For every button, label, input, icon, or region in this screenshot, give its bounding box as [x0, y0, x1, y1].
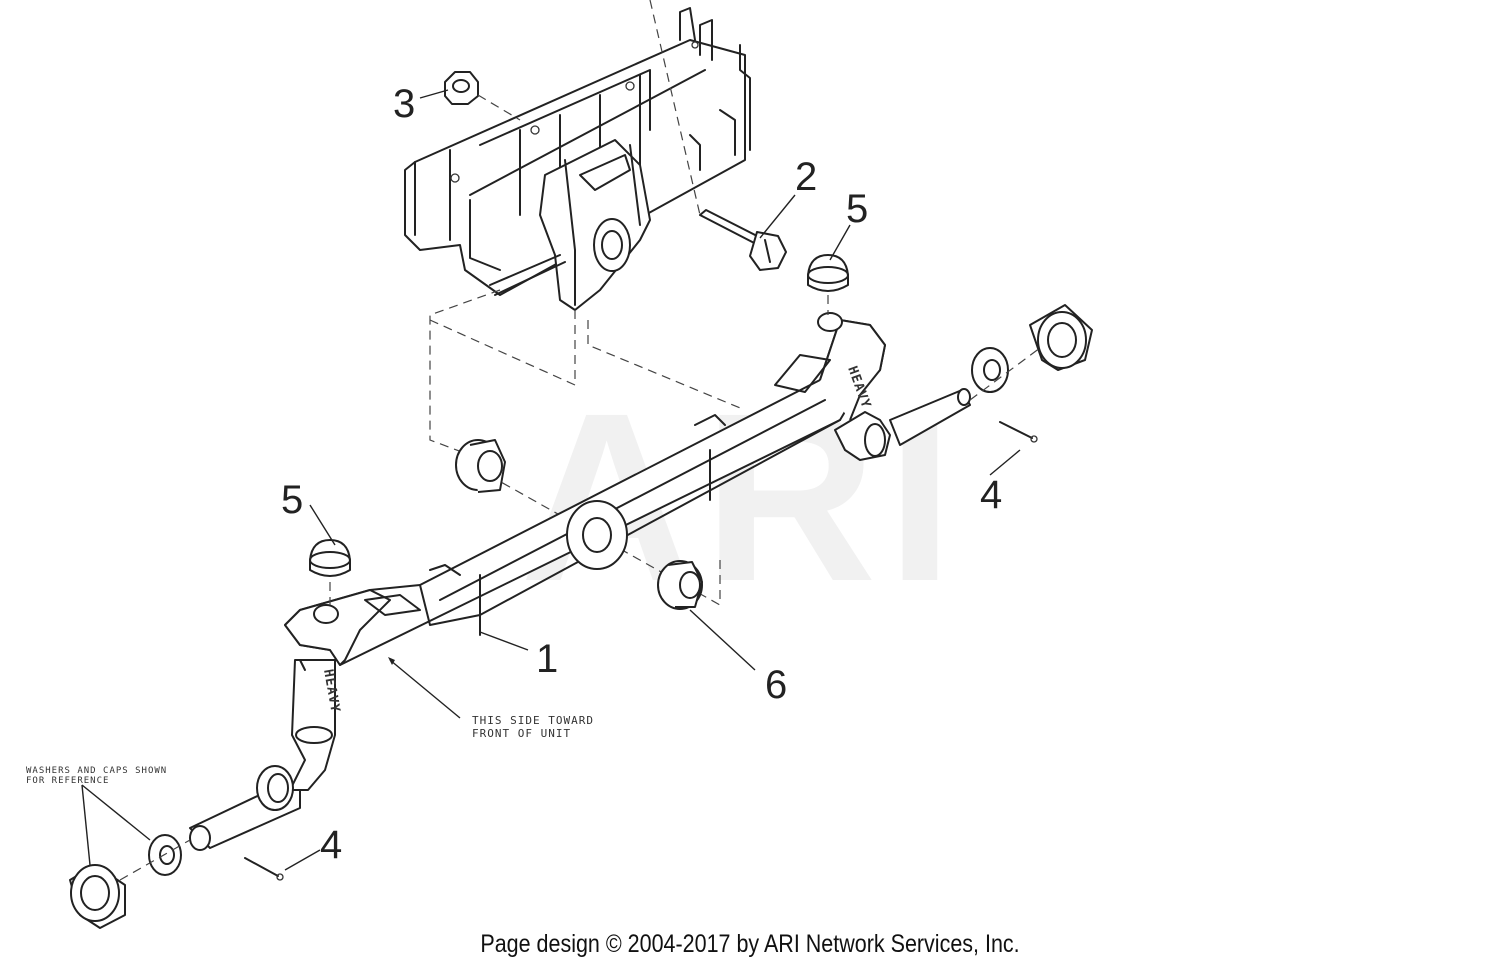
callout-4-right: 4 — [980, 473, 1002, 517]
cap-part-5-left — [309, 539, 351, 577]
callout-5-right: 5 — [846, 187, 868, 231]
page-footer-copyright: Page design © 2004-2017 by ARI Network S… — [480, 930, 1020, 958]
callout-1: 1 — [536, 637, 558, 681]
spacer-ring-left — [256, 765, 294, 811]
washer-right — [971, 347, 1009, 393]
cotter-pin-right — [999, 421, 1038, 443]
callout-4-left: 4 — [320, 823, 342, 867]
frame-bracket — [404, 7, 751, 311]
front-axle-part-1: HEAVY HEAVY — [189, 312, 971, 851]
callout-3: 3 — [393, 82, 415, 126]
spacer-part-6-rear — [455, 439, 506, 493]
hub-cap-right — [1029, 304, 1093, 371]
reference-note-line2: FOR REFERENCE — [26, 776, 109, 786]
callout-2: 2 — [795, 155, 817, 199]
cotter-pin-left — [244, 857, 284, 881]
spacer-part-6-front — [657, 560, 703, 610]
callout-6: 6 — [765, 663, 787, 707]
callout-5-left: 5 — [281, 478, 303, 522]
washer-left — [148, 834, 182, 876]
orientation-note-line1: THIS SIDE TOWARD — [472, 714, 594, 727]
ari-watermark: ARI — [520, 363, 963, 631]
hex-nut-part-3 — [444, 71, 479, 105]
hub-cap-left — [69, 864, 126, 929]
reference-note-line1: WASHERS AND CAPS SHOWN — [26, 766, 167, 776]
leader-lines — [81, 89, 1021, 871]
orientation-note-line2: FRONT OF UNIT — [472, 727, 571, 740]
cap-part-5-right — [807, 254, 849, 292]
pivot-bolt-part-2 — [699, 209, 787, 271]
